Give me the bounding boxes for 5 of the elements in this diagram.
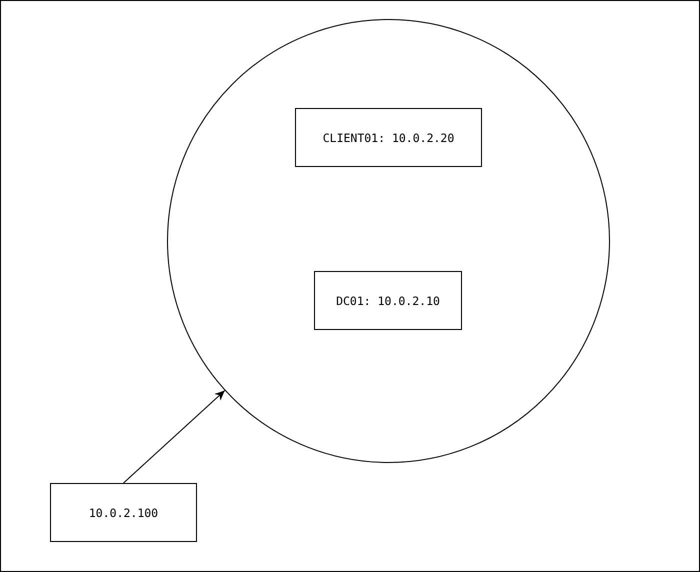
host-box: DC01: 10.0.2.10 [314, 271, 462, 330]
host-box: 10.0.2.100 [50, 483, 197, 542]
arrow [123, 390, 226, 484]
host-box: CLIENT01: 10.0.2.20 [295, 108, 482, 167]
network-circle [167, 19, 610, 463]
